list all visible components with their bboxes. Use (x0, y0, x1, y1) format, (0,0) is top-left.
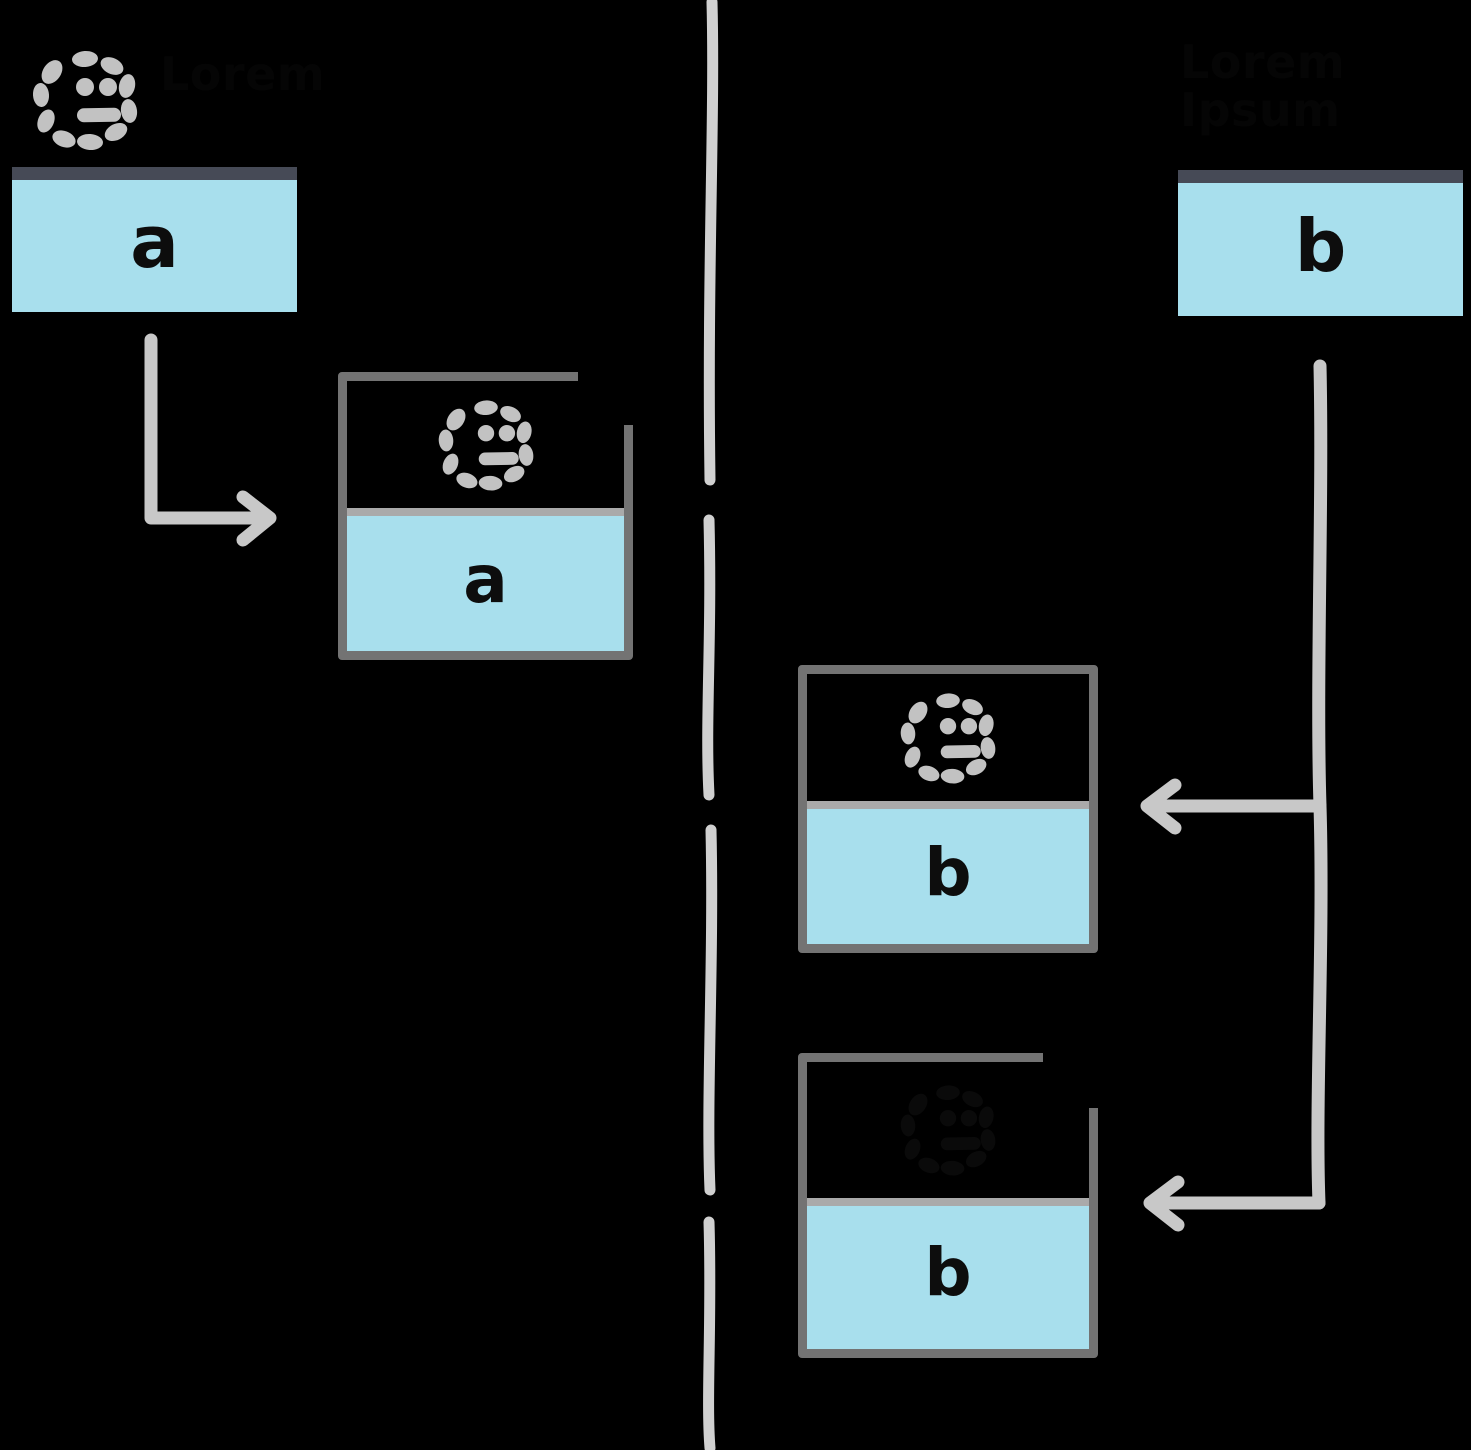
dotted-smiley-icon-faint (900, 1085, 996, 1176)
left-source-card[interactable]: a (12, 167, 297, 312)
right-target-1-upper (807, 674, 1089, 809)
lane-divider (702, 0, 719, 1450)
left-source-value: a (130, 200, 179, 284)
right-target-1-value: b (924, 833, 972, 911)
arrow-b-source-to-target-2 (1143, 799, 1328, 1232)
right-source-label: Lorem Ipsum (1180, 35, 1346, 138)
left-target-card[interactable]: a (338, 369, 636, 660)
dotted-smiley-icon (30, 45, 140, 155)
arrow-b-source-to-target-1 (1140, 359, 1328, 835)
dotted-smiley-icon (438, 399, 533, 490)
right-source-card[interactable]: b (1178, 170, 1463, 316)
dotted-smiley-icon (900, 692, 996, 783)
left-target-corner-notch (578, 369, 636, 425)
left-target-value: a (463, 540, 508, 618)
right-target-2-value: b (924, 1234, 972, 1312)
arrow-a-source-to-target (144, 333, 277, 547)
right-target-1-lower: b (807, 809, 1089, 944)
right-target-card-2[interactable]: b (798, 1050, 1101, 1358)
right-target-2-corner-notch (1043, 1050, 1101, 1108)
right-target-2-lower: b (807, 1205, 1089, 1349)
right-source-value: b (1294, 203, 1347, 288)
left-source-label: Lorem (160, 47, 326, 101)
left-target-lower: a (347, 516, 624, 651)
left-target-upper (347, 381, 624, 516)
right-target-card-1[interactable]: b (798, 665, 1098, 953)
right-target-2-upper (807, 1062, 1089, 1206)
